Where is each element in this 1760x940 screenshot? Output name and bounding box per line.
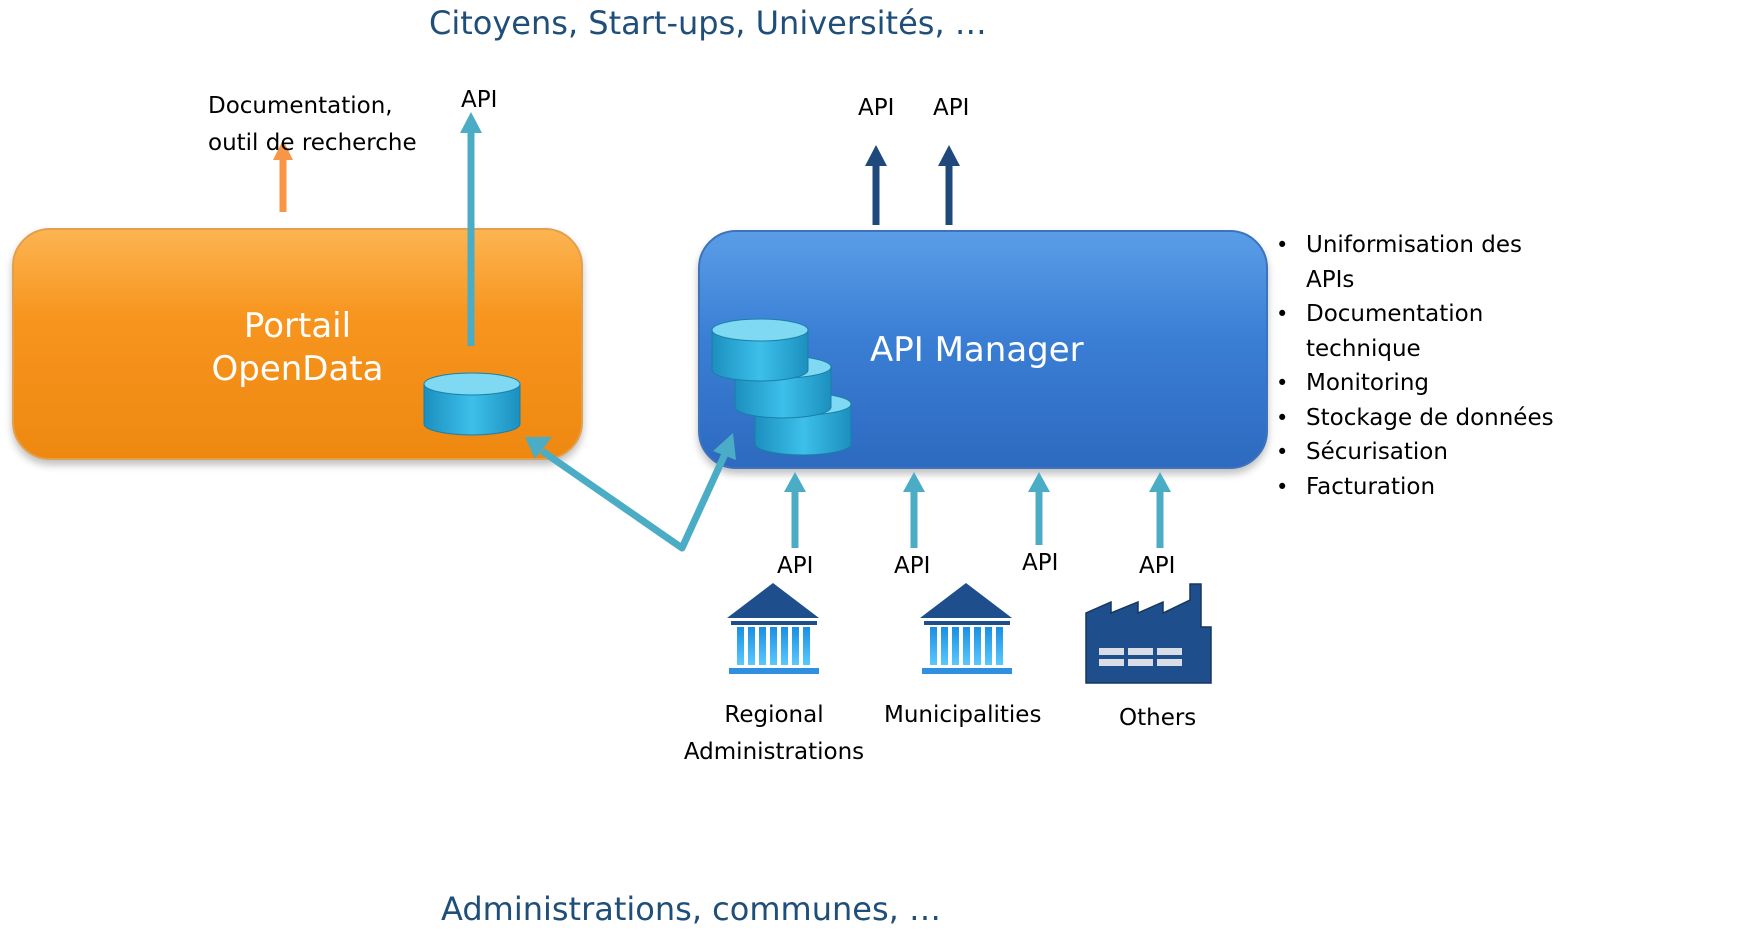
feature-item: Monitoring (1272, 366, 1562, 401)
others-api-arrow (1149, 472, 1171, 548)
manager-api-label-2: API (933, 95, 970, 121)
sync-arrows (525, 433, 736, 552)
feature-item: Stockage de données (1272, 401, 1562, 436)
feature-item: Uniformisation des APIs (1272, 228, 1562, 297)
regional-api-label: API (777, 553, 814, 579)
regional-label-line1: Regional (724, 702, 824, 728)
portal-title-line1: Portail (243, 306, 352, 346)
municipalities-api-arrow (903, 472, 925, 548)
regional-label-line2: Administrations (683, 739, 865, 765)
documentation-label-line1: Documentation, (208, 93, 393, 119)
feature-item: Facturation (1272, 470, 1562, 505)
database-icon (423, 372, 521, 436)
manager-title: API Manager (870, 330, 1084, 370)
portal-api-arrow (460, 112, 482, 346)
others-label: Others (1119, 705, 1197, 731)
documentation-label-line2: outil de recherche (208, 130, 417, 156)
regional-api-arrow (784, 472, 806, 548)
others-api-label: API (1139, 553, 1176, 579)
feature-item: Documentation technique (1272, 297, 1562, 366)
portal-api-label: API (461, 87, 498, 113)
feature-item: Sécurisation (1272, 435, 1562, 470)
bottom-providers-title: Administrations, communes, … (441, 890, 941, 928)
regional-administrations-label: Regional Administrations (674, 697, 874, 771)
third-api-label: API (1022, 550, 1059, 576)
portal-title: Portail OpenData (14, 305, 581, 391)
manager-api-arrow-1 (865, 145, 887, 225)
municipalities-api-label: API (894, 553, 931, 579)
municipality-institution-building-icon (920, 583, 1012, 674)
manager-api-arrow-2 (938, 145, 960, 225)
arrowhead-to-manager-db (713, 433, 736, 460)
factory-icon (1085, 583, 1212, 684)
arrowhead-to-portal-db (525, 437, 552, 459)
regional-institution-building-icon (727, 583, 819, 674)
database-stack-icon (711, 318, 852, 456)
manager-api-label-1: API (858, 95, 895, 121)
top-audience-title: Citoyens, Start-ups, Universités, … (429, 4, 987, 42)
documentation-label: Documentation, outil de recherche (208, 88, 417, 162)
manager-feature-list: Uniformisation des APIs Documentation te… (1272, 228, 1562, 504)
third-api-arrow (1028, 472, 1050, 545)
portal-title-line2: OpenData (211, 349, 384, 389)
municipalities-label: Municipalities (884, 702, 1042, 728)
documentation-arrow (273, 140, 293, 212)
